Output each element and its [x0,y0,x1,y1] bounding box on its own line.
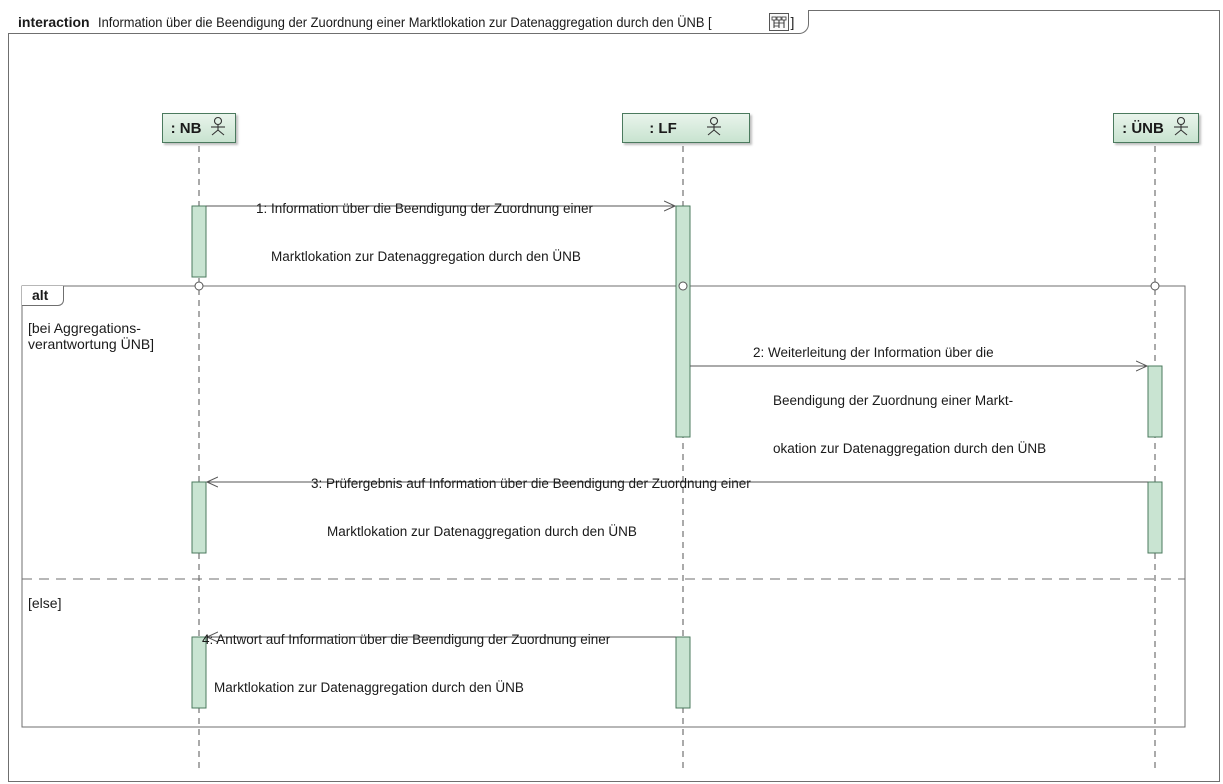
activation-uenb-1 [1147,365,1163,438]
diagram-reference-icon[interactable] [768,12,789,31]
alt-operator-label: alt [22,286,64,306]
lifeline-uenb-label: : ÜNB [1122,119,1164,137]
lifeline-nb[interactable]: : NB [162,113,236,143]
message-4-label[interactable]: 4: Antwort auf Information über die Been… [202,600,610,712]
message-3-line1: 3: Prüfergebnis auf Information über die… [311,476,751,491]
activation-nb-1 [191,205,207,278]
interaction-frame-header: interaction Information über die Beendig… [8,10,810,34]
message-1-label[interactable]: 1: Information über die Beendigung der Z… [256,169,593,281]
actor-icon [705,116,723,140]
message-3-line2: Marktlokation zur Datenaggregation durch… [327,524,637,539]
activation-lf-2 [675,636,691,709]
lifeline-lf-label: : LF [649,119,677,137]
activation-lf-1 [675,205,691,438]
actor-icon [209,116,227,140]
lifeline-nb-label: : NB [170,119,202,137]
activation-uenb-2 [1147,481,1163,554]
message-3-label[interactable]: 3: Prüfergebnis auf Information über die… [311,444,751,556]
fragment-coverage-nb [194,281,204,291]
fragment-coverage-uenb [1150,281,1160,291]
actor-icon [1172,116,1190,140]
alt-guard-2: [else] [28,595,62,611]
frame-title: Information über die Beendigung der Zuor… [97,13,712,30]
fragment-coverage-lf [678,281,688,291]
message-2-line1: 2: Weiterleitung der Information über di… [753,345,994,360]
message-2-line3: okation zur Datenaggregation durch den Ü… [773,441,1047,456]
message-4-line2: Marktlokation zur Datenaggregation durch… [214,680,524,695]
lifeline-uenb[interactable]: : ÜNB [1113,113,1199,143]
activation-nb-2 [191,481,207,554]
message-2-line2: Beendigung der Zuordnung einer Markt- [773,393,1014,408]
alt-guard-1-line1: [bei Aggregations- [28,320,141,336]
message-1-line2: Marktlokation zur Datenaggregation durch… [271,249,581,264]
frame-keyword: interaction [18,13,90,30]
alt-guard-1: [bei Aggregations- verantwortung ÜNB] [28,320,154,352]
message-2-label[interactable]: 2: Weiterleitung der Information über di… [753,313,1046,473]
frame-title-end: ] [790,13,795,30]
message-1-line1: 1: Information über die Beendigung der Z… [256,201,593,216]
alt-guard-1-line2: verantwortung ÜNB] [28,336,155,352]
lifeline-lf[interactable]: : LF [622,113,750,143]
alt-fragment [21,285,1186,728]
activation-nb-3 [191,636,207,709]
message-4-line1: 4: Antwort auf Information über die Been… [202,632,611,647]
